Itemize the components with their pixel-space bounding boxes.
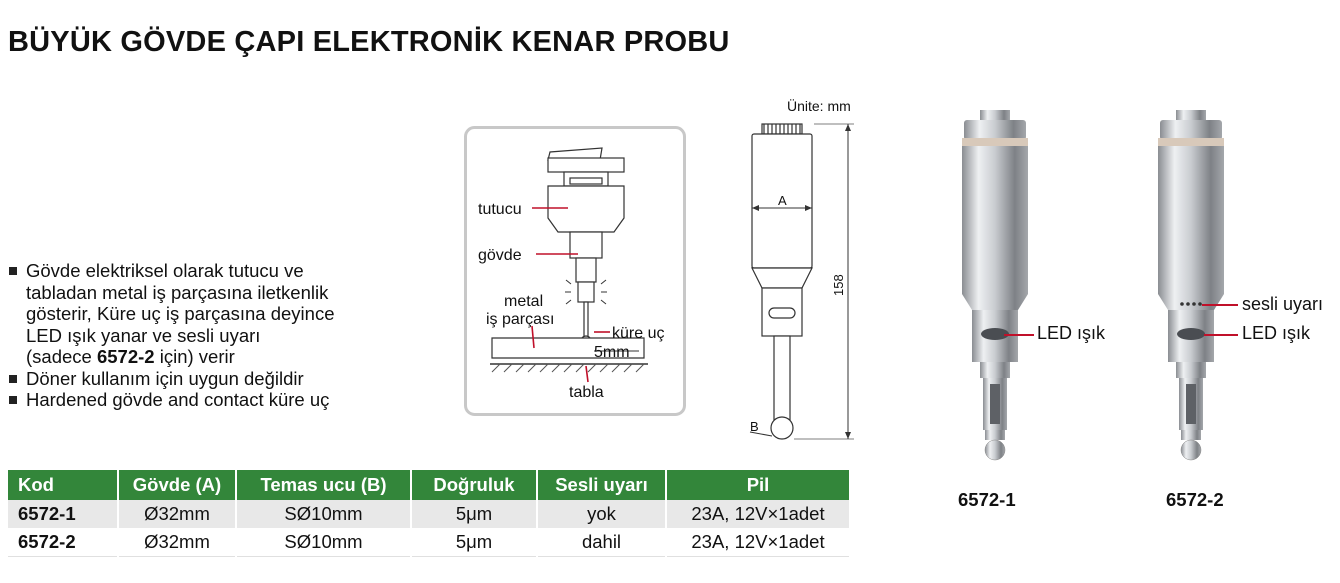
feature-item: Gövde elektriksel olarak tutucu ve tabla… (8, 260, 335, 368)
feature-line: LED ışık yanar ve sesli uyarı (26, 324, 261, 346)
product-image-6572-1 (962, 110, 1028, 461)
spec-table: Kod Gövde (A) Temas ucu (B) Doğruluk Ses… (8, 470, 851, 557)
cell-kod: 6572-1 (8, 500, 119, 528)
cell-temas-ucu: SØ10mm (236, 500, 412, 528)
callout-buzzer-6572-2: sesli uyarı (1242, 294, 1324, 314)
feature-text: (sadece (26, 346, 97, 367)
cell-sesli-uyari: dahil (537, 528, 667, 557)
feature-line: tabladan metal iş parçasına iletkenlik (26, 281, 329, 303)
diagram-label-workpiece: iş parçası (486, 311, 554, 328)
col-header-temas-ucu: Temas ucu (B) (236, 470, 412, 500)
col-header-dogruluk: Doğruluk (411, 470, 538, 500)
table-header-row: Kod Gövde (A) Temas ucu (B) Doğruluk Ses… (8, 470, 851, 500)
feature-line: Gövde elektriksel olarak tutucu ve (26, 260, 304, 281)
col-header-govde: Gövde (A) (118, 470, 237, 500)
diagram-label-metal: metal (504, 293, 543, 310)
cell-govde: Ø32mm (118, 528, 237, 557)
cell-govde: Ø32mm (118, 500, 237, 528)
cell-pil: 23A, 12V×1adet (666, 528, 851, 557)
cell-temas-ucu: SØ10mm (236, 528, 412, 557)
diagram-label-tutucu: tutucu (478, 201, 522, 218)
col-header-sesli-uyari: Sesli uyarı (537, 470, 667, 500)
dimension-label-length: 158 (831, 274, 846, 296)
feature-text: için) verir (154, 346, 235, 367)
feature-line: gösterir, Küre uç iş parçasına deyince (26, 303, 335, 324)
callout-led-6572-2: LED ışık (1242, 323, 1311, 343)
product-code-6572-2: 6572-2 (1166, 489, 1224, 510)
dimension-label-b: B (750, 419, 759, 434)
cell-pil: 23A, 12V×1adet (666, 500, 851, 528)
page-title: BÜYÜK GÖVDE ÇAPI ELEKTRONİK KENAR PROBU (8, 26, 730, 58)
product-image-6572-2 (1158, 110, 1224, 461)
table-row: 6572-2 Ø32mm SØ10mm 5μm dahil 23A, 12V×1… (8, 528, 851, 557)
led-callout-line (1204, 334, 1238, 336)
diagram-label-govde: gövde (478, 247, 522, 264)
cell-kod: 6572-2 (8, 528, 119, 557)
table-row: 6572-1 Ø32mm SØ10mm 5μm yok 23A, 12V×1ad… (8, 500, 851, 528)
dimension-drawing: A B 158 (749, 123, 854, 440)
feature-list: Gövde elektriksel olarak tutucu ve tabla… (8, 260, 335, 411)
feature-line: (sadece 6572-2 için) verir (26, 346, 335, 368)
unit-label: Ünite: mm (787, 98, 851, 114)
dimension-label-a: A (778, 193, 787, 208)
col-header-kod: Kod (8, 470, 119, 500)
feature-model-code: 6572-2 (96, 346, 155, 367)
cell-dogruluk: 5μm (411, 528, 538, 557)
callout-led-6572-1: LED ışık (1037, 323, 1106, 343)
col-header-pil: Pil (666, 470, 851, 500)
feature-item: Döner kullanım için uygun değildir (8, 368, 335, 390)
diagram-label-kure-uc: küre uç (612, 325, 664, 342)
led-callout-line (1004, 334, 1034, 336)
buzzer-callout-line (1202, 304, 1238, 306)
usage-diagram: tutucu gövde metal iş parçası küre uç 5m… (464, 126, 686, 416)
cell-sesli-uyari: yok (537, 500, 667, 528)
diagram-label-tabla: tabla (569, 384, 604, 401)
cell-dogruluk: 5μm (411, 500, 538, 528)
feature-item: Hardened gövde and contact küre uç (8, 389, 335, 411)
product-code-6572-1: 6572-1 (958, 489, 1016, 510)
diagram-label-5mm: 5mm (594, 344, 630, 361)
